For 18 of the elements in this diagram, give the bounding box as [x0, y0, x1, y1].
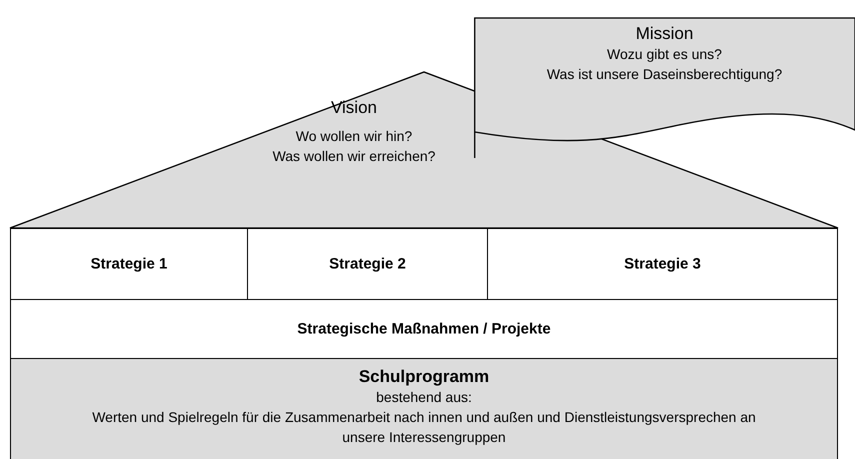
question-text: Was wollen wir erreichen? [272, 147, 436, 166]
question-text: Wo wollen wir hin? [296, 127, 412, 146]
heading: Strategie 1 [90, 256, 168, 272]
foundation-box [10, 358, 838, 459]
heading: Strategie 3 [624, 256, 701, 272]
strategy-box [10, 228, 248, 300]
heading: Strategische Maßnahmen / Projekte [297, 320, 551, 338]
heading: Strategie 2 [329, 256, 406, 272]
question-text: Wozu gibt es uns? [607, 45, 722, 64]
document-shape [474, 18, 855, 158]
question-text: Was ist unsere Daseinsberechtigung? [546, 65, 782, 84]
strategy-box [487, 228, 838, 300]
description: Werten und Spielregeln für die Zusammenarbeit nach innen und außen und Dienstleistungsversprechen an unsere Interessengruppen [91, 408, 757, 447]
heading: Vision [331, 98, 377, 118]
heading: Mission [636, 24, 694, 44]
heading: Schulprogramm [358, 367, 490, 387]
measures-box [10, 299, 838, 359]
description: bestehend aus: [376, 388, 472, 407]
